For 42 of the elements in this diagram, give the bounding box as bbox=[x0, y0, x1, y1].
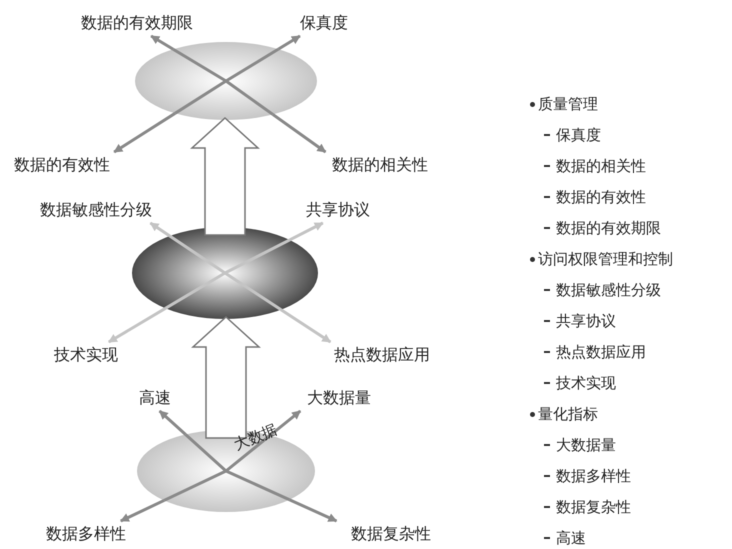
list-item-text: 技术实现 bbox=[556, 372, 616, 394]
list-item-text: 数据多样性 bbox=[556, 466, 631, 487]
arrow-label: 数据复杂性 bbox=[351, 523, 431, 545]
arrow bbox=[113, 112, 176, 154]
arrow-label: 大数据量 bbox=[307, 387, 371, 409]
list-item-text: 数据复杂性 bbox=[556, 496, 631, 518]
list-item-text: 数据的有效期限 bbox=[556, 218, 661, 239]
arrow-label: 数据的有效性 bbox=[14, 154, 110, 176]
ellipse-label: 大数据 bbox=[230, 419, 281, 456]
arrow-label: 数据的相关性 bbox=[332, 154, 428, 176]
arrow-label: 共享协议 bbox=[306, 199, 370, 221]
arrow bbox=[280, 308, 332, 344]
arrow-label: 数据的有效期限 bbox=[81, 12, 193, 34]
list-item-text: 数据的有效性 bbox=[556, 186, 646, 208]
list-item-text: 数据的相关性 bbox=[556, 156, 646, 177]
list-item-text: 大数据量 bbox=[556, 434, 616, 456]
arrow bbox=[158, 410, 187, 436]
arrow bbox=[272, 113, 326, 154]
list-item-text: 高速 bbox=[556, 528, 586, 549]
list-item-text: 质量管理 bbox=[538, 94, 598, 115]
arrow-label: 数据多样性 bbox=[46, 523, 126, 545]
arrow bbox=[120, 499, 165, 522]
arrow-label: 保真度 bbox=[300, 12, 348, 34]
arrow bbox=[108, 307, 166, 344]
list-item-text: 数据敏感性分级 bbox=[556, 280, 661, 301]
arrow-label: 高速 bbox=[139, 387, 171, 409]
arrow bbox=[288, 498, 338, 522]
arrow-label: 热点数据应用 bbox=[334, 344, 430, 366]
list-item-text: 热点数据应用 bbox=[556, 342, 646, 363]
list-item-text: 共享协议 bbox=[556, 310, 616, 332]
list-item-text: 量化指标 bbox=[538, 404, 598, 425]
arrow bbox=[278, 34, 301, 50]
arrow bbox=[150, 222, 171, 238]
arrow-label: 数据敏感性分级 bbox=[40, 199, 152, 221]
block-arrow bbox=[190, 116, 260, 236]
arrow-label: 技术实现 bbox=[54, 344, 118, 366]
arrow bbox=[150, 34, 174, 51]
arrow bbox=[269, 410, 302, 437]
block-arrow bbox=[191, 316, 261, 439]
arrow bbox=[288, 222, 324, 242]
list-item-text: 保真度 bbox=[556, 124, 601, 146]
list-item-text: 访问权限管理和控制 bbox=[538, 248, 673, 270]
